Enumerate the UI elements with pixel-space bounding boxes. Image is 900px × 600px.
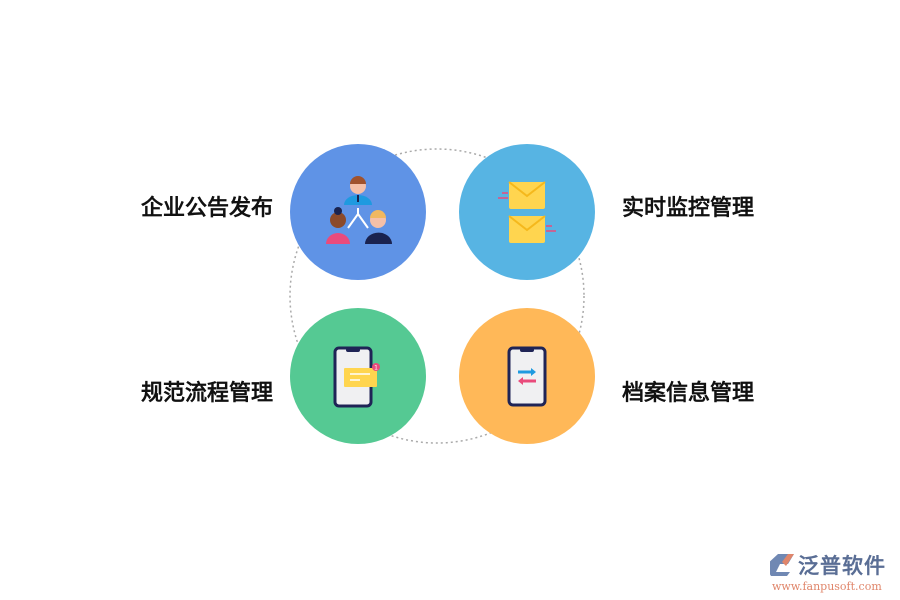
logo-name: 泛普软件 — [798, 554, 886, 578]
logo: 泛普软件 www.fanpusoft.com — [768, 550, 898, 598]
dotted-ring — [289, 148, 585, 444]
phone-message-icon: 1 — [290, 308, 426, 444]
phone-transfer-icon — [459, 308, 595, 444]
notification-badge: 1 — [374, 365, 378, 372]
feature-label-monitoring: 实时监控管理 — [622, 196, 755, 221]
logo-url: www.fanpusoft.com — [772, 580, 882, 593]
feature-label-archive: 档案信息管理 — [622, 381, 755, 406]
feature-label-announcement: 企业公告发布 — [140, 196, 273, 221]
feature-label-process: 规范流程管理 — [140, 381, 273, 406]
envelopes-icon — [459, 144, 595, 280]
people-hierarchy-icon — [290, 144, 426, 280]
logo-mark-icon — [770, 554, 794, 576]
